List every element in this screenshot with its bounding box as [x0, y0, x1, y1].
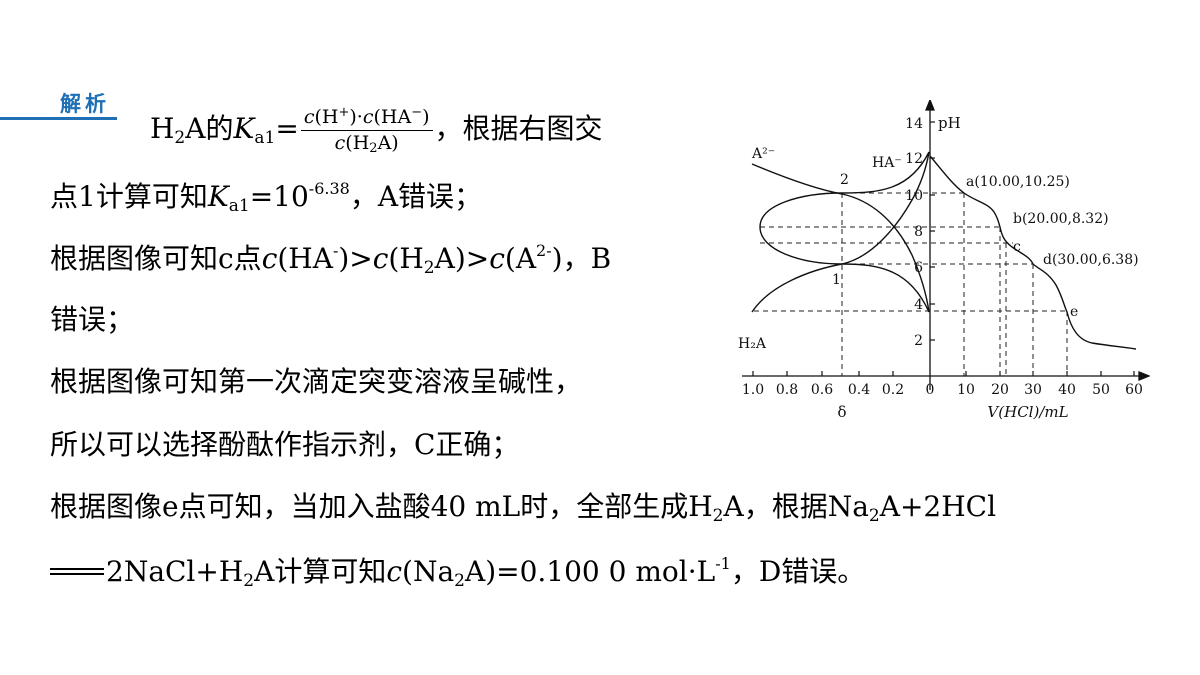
y-ticks — [930, 121, 935, 341]
label-a2: A²⁻ — [751, 146, 775, 162]
delta-axis-label: δ — [837, 403, 846, 421]
delta-tick-0.2: 0.2 — [882, 382, 904, 398]
delta-tick-0.6: 0.6 — [811, 382, 833, 398]
ha-curve-top — [759, 151, 930, 228]
x-ticks — [752, 371, 1135, 376]
a2-curve — [751, 163, 930, 313]
titration-figure: 2 4 6 8 10 12 14 pH 1.0 0.8 0.6 0.4 0.2 … — [738, 100, 1150, 421]
text-line-7: 根据图像e点可知，当加入盐酸40 mL时，全部生成H2A，根据Na2A+2HCl — [50, 490, 997, 526]
text-line-5: 根据图像可知第一次滴定突变溶液呈碱性， — [50, 365, 583, 398]
y-tick-2: 2 — [914, 333, 923, 349]
v-tick-60: 60 — [1125, 382, 1143, 398]
h2a-curve — [751, 151, 930, 313]
label-point-1: 1 — [832, 272, 841, 288]
v-tick-50: 50 — [1092, 382, 1110, 398]
label-h2a: H₂A — [738, 336, 767, 352]
y-tick-8: 8 — [914, 224, 923, 240]
text-line-6: 所以可以选择酚酞作指示剂，C正确； — [50, 428, 520, 461]
ha-curve-bottom — [759, 226, 930, 313]
v-tick-10: 10 — [957, 382, 975, 398]
y-tick-6: 6 — [914, 260, 923, 276]
label-point-d: d(30.00,6.38) — [1043, 252, 1139, 268]
text-line-2: 点1计算可知Ka1=10-6.38，A错误； — [50, 179, 483, 216]
zero-tick: 0 — [926, 382, 935, 398]
label-point-b: b(20.00,8.32) — [1013, 211, 1109, 227]
text-line-3: 根据图像可知c点c(HA-)>c(H2A)>c(A2-)，B — [50, 241, 612, 278]
delta-tick-0.8: 0.8 — [776, 382, 798, 398]
y-tick-4: 4 — [914, 297, 923, 313]
text-line-8: 2NaCl+H2A计算可知c(Na2A)=0.100 0 mol·L-1，D错误… — [50, 556, 865, 590]
v-tick-40: 40 — [1058, 382, 1076, 398]
delta-tick-1.0: 1.0 — [742, 382, 764, 398]
delta-tick-0.4: 0.4 — [848, 382, 870, 398]
ph-label: pH — [938, 114, 961, 132]
v-tick-20: 20 — [991, 382, 1009, 398]
equals-arrow — [50, 568, 104, 575]
text-line-4: 错误； — [50, 303, 135, 336]
label-point-a: a(10.00,10.25) — [966, 174, 1070, 190]
label-point-2: 2 — [840, 172, 849, 188]
titration-curve — [929, 155, 1137, 350]
label-point-c: c — [1013, 239, 1021, 255]
label-point-e: e — [1070, 304, 1078, 320]
v-axis-label: V(HCl)/mL — [987, 403, 1068, 421]
heading-underline — [0, 117, 117, 120]
v-tick-30: 30 — [1024, 382, 1042, 398]
label-ha: HA⁻ — [872, 155, 902, 171]
ka-fraction: c(H+)·c(HA−)c(H2A) — [300, 106, 433, 155]
y-tick-14: 14 — [905, 116, 923, 132]
x-axis-arrow — [1138, 371, 1150, 381]
y-axis-arrow — [925, 100, 935, 111]
y-tick-12: 12 — [905, 151, 923, 167]
text-line-1: H2A的Ka1=c(H+)·c(HA−)c(H2A)，根据右图交 — [150, 105, 603, 156]
analysis-tag: 解析 — [60, 92, 110, 116]
